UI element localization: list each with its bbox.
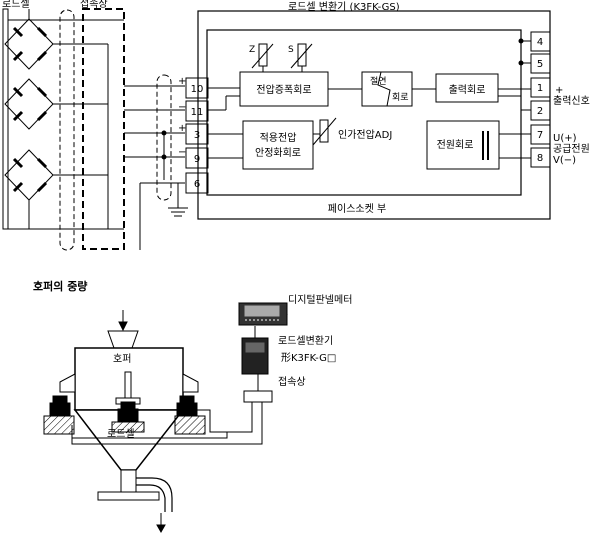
terminal-7: 7 bbox=[537, 130, 543, 141]
plus-sign-b: + bbox=[178, 123, 186, 134]
minus-sign-b: − bbox=[178, 147, 186, 158]
loadcell-middle bbox=[111, 401, 145, 433]
voltage-amp-label: 전압증폭회로 bbox=[256, 83, 311, 96]
hopper-illustration bbox=[43, 302, 288, 534]
schematic bbox=[2, 8, 551, 251]
converter-label: 로드셀변환기 bbox=[278, 335, 333, 347]
supply-power-label: 공급전원 bbox=[553, 143, 590, 155]
junction-box-label: 접속상 bbox=[278, 376, 306, 388]
terminal-10: 10 bbox=[191, 84, 204, 95]
converter-title: 로드셀 변환기 (K3FK-GS) bbox=[288, 1, 400, 13]
insulation-a: 절연 bbox=[370, 75, 387, 87]
plus-sign-c: + bbox=[555, 85, 563, 96]
hopper-weight-title: 호퍼의 중량 bbox=[33, 279, 87, 293]
terminal-11: 11 bbox=[191, 107, 204, 118]
applied-adj-label: 인가전압ADJ bbox=[338, 128, 392, 141]
illustration-labels: 디지털판넬메터 로드셀변환기 形K3FK-G□ 접속상 호퍼 로드셀 bbox=[107, 294, 352, 440]
terminal-6: 6 bbox=[194, 179, 200, 190]
meter-label: 디지털판넬메터 bbox=[288, 294, 352, 306]
hopper-label: 호퍼 bbox=[113, 353, 131, 365]
junction-label: 접속상 bbox=[80, 0, 108, 10]
loadcell-right bbox=[174, 395, 206, 435]
terminal-1: 1 bbox=[537, 83, 543, 94]
terminal-5: 5 bbox=[537, 59, 543, 70]
power-circuit-label: 전원회로 bbox=[437, 139, 474, 151]
s-label: S bbox=[288, 45, 294, 55]
insulation-b: 회로 bbox=[392, 92, 409, 103]
u-plus-label: U(+) bbox=[553, 133, 577, 144]
output-circuit-label: 출력회로 bbox=[449, 84, 486, 96]
z-label: Z bbox=[249, 45, 255, 55]
loadcell-bottom-label: 로드셀 bbox=[107, 428, 135, 440]
regulated-b-label: 안정화회로 bbox=[255, 147, 301, 159]
plus-sign-a: + bbox=[178, 76, 186, 87]
terminal-2: 2 bbox=[537, 106, 543, 117]
terminal-8: 8 bbox=[537, 153, 543, 164]
terminal-4: 4 bbox=[537, 37, 543, 48]
regulated-a-label: 적용전압 bbox=[260, 131, 297, 144]
model-label: 形K3FK-G□ bbox=[281, 352, 336, 364]
v-minus-label: V(−) bbox=[553, 155, 576, 166]
loadcell-bridges bbox=[2, 8, 60, 230]
schematic-labels: 로드셀 접속상 로드셀 변환기 (K3FK-GS) Z S 전압증폭회로 절연 … bbox=[2, 0, 590, 215]
output-signal-label: 출력신호 bbox=[553, 95, 590, 107]
terminal-3: 3 bbox=[194, 130, 200, 141]
loadcell-left bbox=[43, 395, 75, 435]
loadcell-label: 로드셀 bbox=[2, 0, 30, 10]
terminal-9: 9 bbox=[194, 154, 200, 165]
socket-label: 페이스소켓 부 bbox=[328, 203, 386, 215]
minus-sign-a: − bbox=[178, 102, 186, 113]
